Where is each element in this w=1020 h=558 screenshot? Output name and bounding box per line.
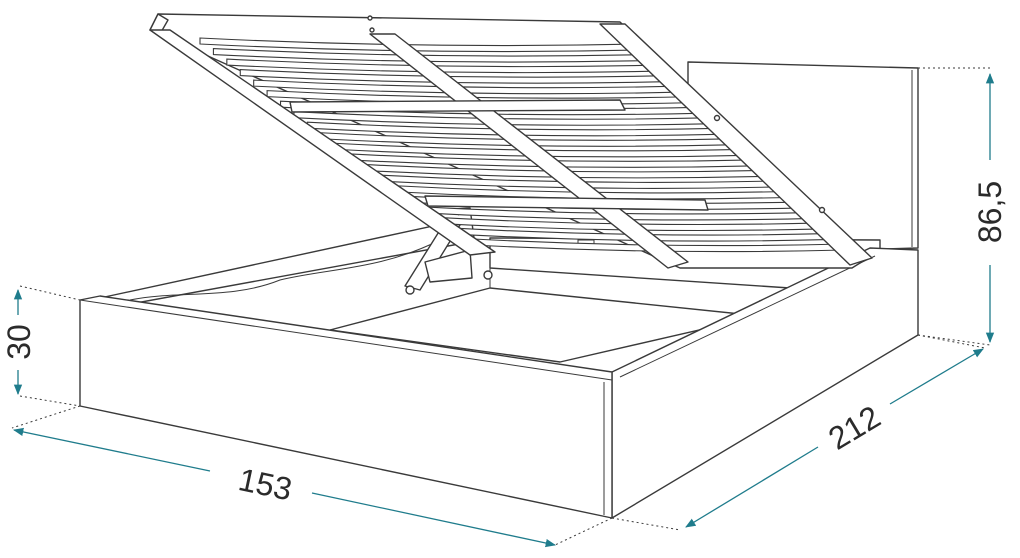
headboard-height-label: 86,5 — [972, 181, 1008, 243]
dimension-headboard-height: 86,5 — [972, 72, 1008, 344]
width-label: 153 — [235, 461, 295, 507]
extension-lines — [11, 67, 991, 546]
footboard — [79, 295, 613, 519]
length-label: 212 — [822, 398, 886, 456]
slatted-base — [149, 13, 873, 269]
side-rail-right — [611, 247, 919, 519]
frame-height-label: 30 — [1, 324, 37, 360]
dimension-frame-height: 30 — [1, 288, 37, 396]
